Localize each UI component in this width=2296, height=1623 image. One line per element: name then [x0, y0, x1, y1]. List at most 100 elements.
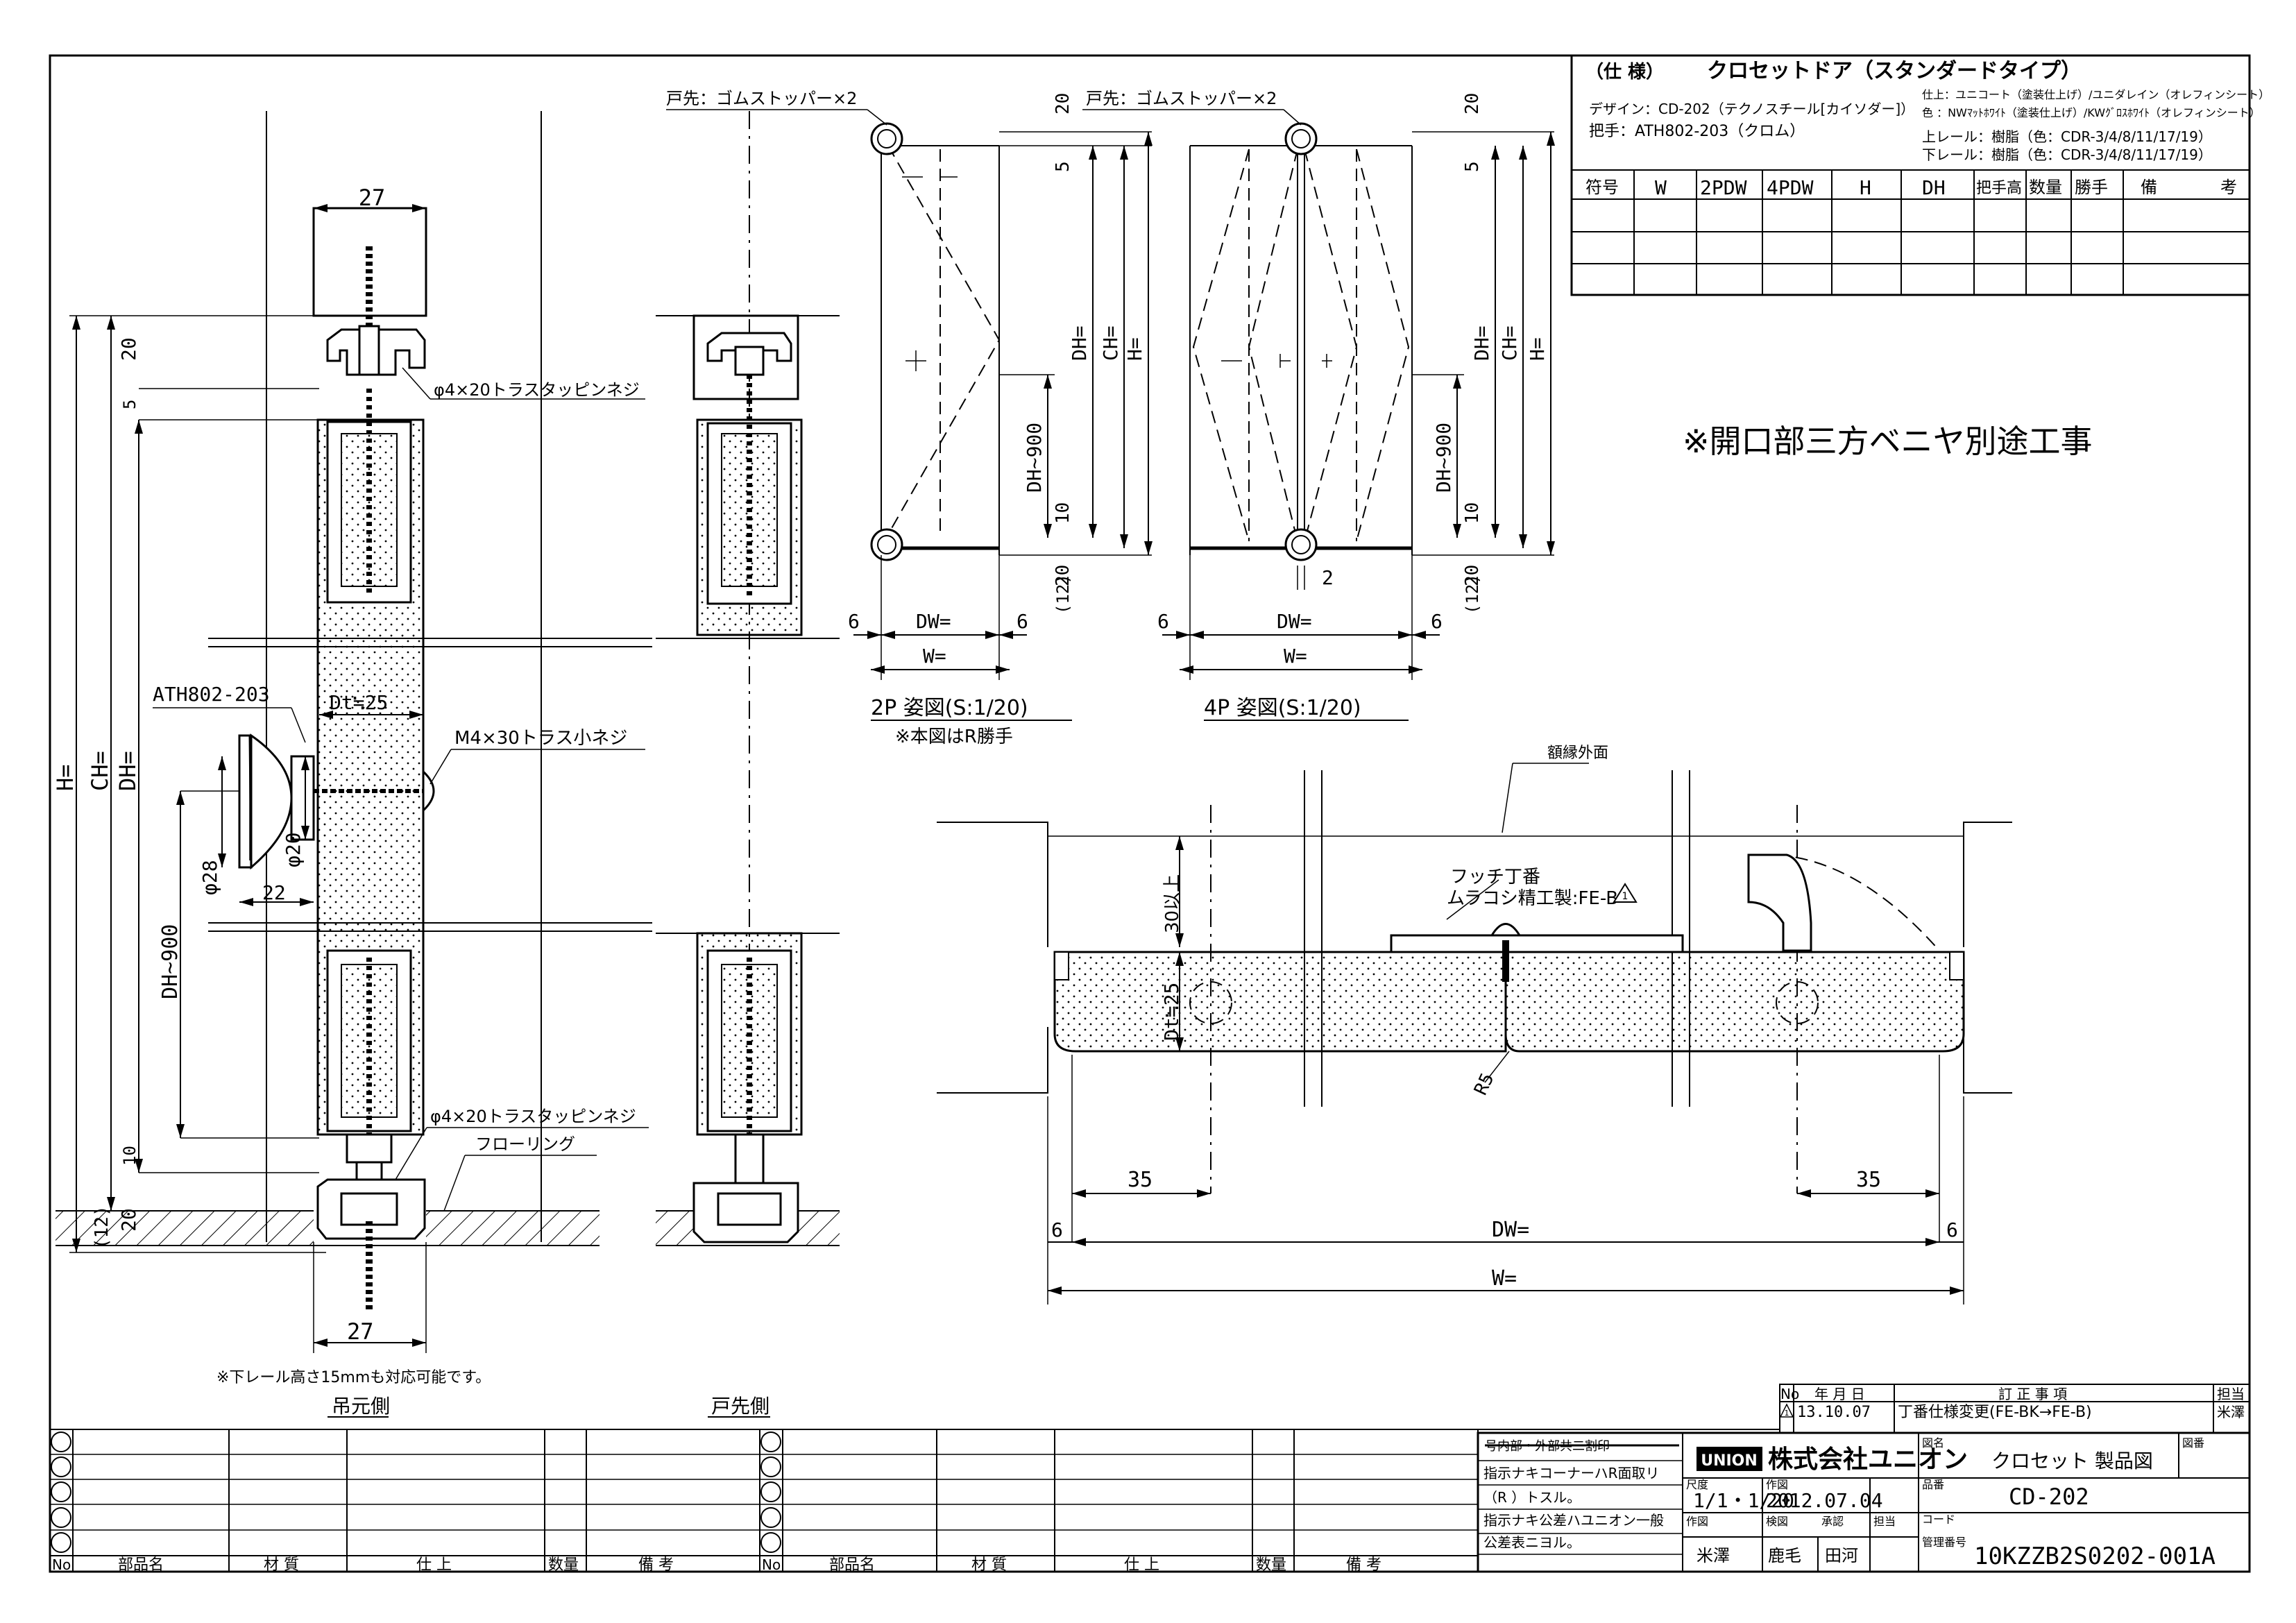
spec-col-h: H — [1860, 176, 1871, 199]
tb-product-no-label: 品番 — [1922, 1478, 1944, 1491]
elev4-20bottom: 20 — [1462, 565, 1483, 586]
elev2-w: W= — [923, 645, 946, 668]
tb-product-no: CD-202 — [2009, 1484, 2089, 1510]
tb-name-2: 田河 — [1825, 1546, 1858, 1565]
dim-22: 22 — [262, 881, 286, 904]
company-logo-badge — [1697, 1447, 1762, 1471]
elev2-6a: 6 — [848, 610, 860, 633]
dim-dh900: DH~900 — [158, 924, 182, 999]
plan-6b: 6 — [1946, 1218, 1958, 1241]
dim-20-bottom: 20 — [117, 1208, 140, 1232]
elev4-2: 2 — [1322, 566, 1334, 589]
elevation-4p: 戸先：ゴムストッパー×2 DH~900 DH= CH= H= 20 5 10 2… — [1082, 89, 1555, 721]
tb-drawing-name-label: 図名 — [1922, 1436, 1944, 1450]
elevation-2p: 戸先：ゴムストッパー×2 DH~900 DH= CH= H= 20 5 10 2… — [666, 89, 1153, 747]
plan-35b: 35 — [1856, 1168, 1881, 1192]
elev2-20top: 20 — [1053, 93, 1073, 114]
elev2-12: (12) — [1053, 574, 1073, 614]
tip-side-section: 戸先側 — [656, 111, 840, 1418]
tb-date: 2012.07.04 — [1766, 1489, 1883, 1512]
elev4-dw: DW= — [1277, 610, 1312, 633]
dim-20-top: 20 — [117, 337, 140, 361]
spec-col-hand: 勝手 — [2075, 178, 2108, 197]
elev2-h: H= — [1123, 337, 1146, 361]
tb-drawing-no-label: 図番 — [2182, 1436, 2204, 1450]
tb-note3: 指示ナキ公差ハユニオン一般 — [1483, 1512, 1664, 1529]
dim-bottom-width: 27 — [347, 1318, 374, 1345]
tb-role-2: 承認 — [1821, 1515, 1844, 1528]
elev4-6a: 6 — [1157, 610, 1169, 633]
plan-hinge1: フッチ丁番 — [1450, 867, 1540, 887]
elev2-20bottom: 20 — [1053, 565, 1073, 586]
elev2-dh900: DH~900 — [1023, 423, 1046, 493]
dim-12: (12) — [92, 1205, 112, 1249]
rev-r1-text: 丁番仕様変更(FE-BK→FE-B) — [1898, 1404, 2092, 1421]
elev4-dh: DH= — [1470, 325, 1493, 361]
spec-col-dh: DH — [1922, 176, 1946, 199]
label-handle-code: ATH802-203 — [153, 683, 270, 706]
parts-r-finish: 仕 上 — [1124, 1556, 1159, 1574]
tb-role-3: 担当 — [1873, 1515, 1896, 1528]
company-badge-text: UNION — [1701, 1452, 1758, 1470]
label-screw-top: φ4×20トラスタッピンネジ — [434, 380, 640, 400]
elev2-ch: CH= — [1099, 325, 1122, 361]
note-main: ※開口部三方ベニヤ別途工事 — [1683, 423, 2093, 460]
dim-h: H= — [52, 764, 78, 791]
tb-name-0: 米澤 — [1697, 1546, 1730, 1565]
rev-r1-no: 1 — [1785, 1409, 1789, 1418]
dim-d20: φ20 — [282, 832, 305, 867]
elev4-w: W= — [1284, 645, 1307, 668]
label-screw-bottom: φ4×20トラスタッピンネジ — [430, 1107, 636, 1126]
spec-col-4pdw: 4PDW — [1767, 176, 1814, 199]
plan-dw: DW= — [1492, 1218, 1529, 1242]
tb-scale-label: 尺度 — [1686, 1478, 1708, 1491]
spec-title: クロセットドア（スタンダードタイプ） — [1707, 59, 2082, 83]
spec-col-code: 符号 — [1585, 178, 1619, 197]
rev-r1-person: 米澤 — [2217, 1404, 2245, 1420]
dim-dt: Dt≒25 — [330, 691, 388, 714]
tb-role-1: 検図 — [1766, 1515, 1788, 1528]
spec-col-2pdw: 2PDW — [1700, 176, 1747, 199]
plan-section: 30以上 額縁外面 フッチ丁番 ムラコシ精工製:FE-B 1 Dt≒25 R5 … — [937, 745, 2012, 1305]
spec-col-note1: 備 — [2141, 178, 2157, 197]
spec-header-left: （仕 様） — [1585, 61, 1664, 83]
plan-dt: Dt≒25 — [1160, 983, 1183, 1041]
revision-table: No 年 月 日 訂 正 事 項 担当 1 13.10.07 丁番仕様変更(FE… — [1779, 1384, 2250, 1434]
parts-l-qty: 数量 — [548, 1556, 579, 1574]
spec-col-note2: 考 — [2220, 178, 2237, 197]
dim-ch: CH= — [87, 751, 113, 791]
spec-table: （仕 様） クロセットドア（スタンダードタイプ） デザイン：CD-202（テクノ… — [1570, 54, 2270, 296]
parts-l-name: 部品名 — [118, 1556, 164, 1574]
tb-note1: 指示ナキコーナーハR面取リ — [1483, 1465, 1660, 1481]
rev-h-no: No — [1780, 1386, 1799, 1402]
parts-r-qty: 数量 — [1256, 1556, 1286, 1574]
elev4-6b: 6 — [1431, 610, 1443, 633]
elev4-h: H= — [1526, 337, 1549, 361]
parts-l-note: 備 考 — [638, 1556, 674, 1574]
plan-frame-face: 額縁外面 — [1547, 745, 1608, 762]
spec-lower-rail: 下レール：樹脂（色：CDR-3/4/8/11/17/19） — [1922, 146, 2212, 163]
elev2-dw: DW= — [916, 610, 951, 633]
label-handle-screw: M4×30トラス小ネジ — [454, 728, 627, 749]
tb-code-label: コード — [1922, 1513, 1955, 1526]
elev2-10: 10 — [1053, 502, 1073, 524]
tb-scale: 1/1・1/20 — [1693, 1489, 1794, 1512]
elev4-dh900: DH~900 — [1432, 423, 1455, 493]
rev-r1-date: 13.10.07 — [1797, 1404, 1871, 1421]
plan-6a: 6 — [1051, 1218, 1063, 1241]
plan-rev-mark: 1 — [1622, 891, 1629, 902]
rev-h-text: 訂 正 事 項 — [1998, 1386, 2067, 1402]
plan-hinge2: ムラコシ精工製:FE-B — [1447, 888, 1618, 909]
elev2-dh: DH= — [1068, 325, 1091, 361]
spec-upper-rail: 上レール：樹脂（色：CDR-3/4/8/11/17/19） — [1922, 128, 2212, 145]
spec-color: 色 ：NWﾏｯﾄﾎﾜｲﾄ（塗装仕上げ）/KWｸﾞﾛｽﾎﾜｲﾄ（オレフィンシート） — [1922, 106, 2261, 119]
elev2-stopper: 戸先：ゴムストッパー×2 — [666, 89, 857, 108]
parts-r-name: 部品名 — [829, 1556, 875, 1574]
elev4-12: (12) — [1463, 574, 1482, 614]
elev4-10: 10 — [1462, 502, 1483, 524]
title-block: 号内部・外部共二割印 指示ナキコーナーハR面取リ （R ）トスル。 指示ナキ公差… — [1477, 1431, 2251, 1573]
company-name: 株式会社ユニオン — [1768, 1445, 1968, 1474]
dim-d28: φ28 — [198, 860, 221, 895]
dim-top-width: 27 — [359, 185, 386, 211]
